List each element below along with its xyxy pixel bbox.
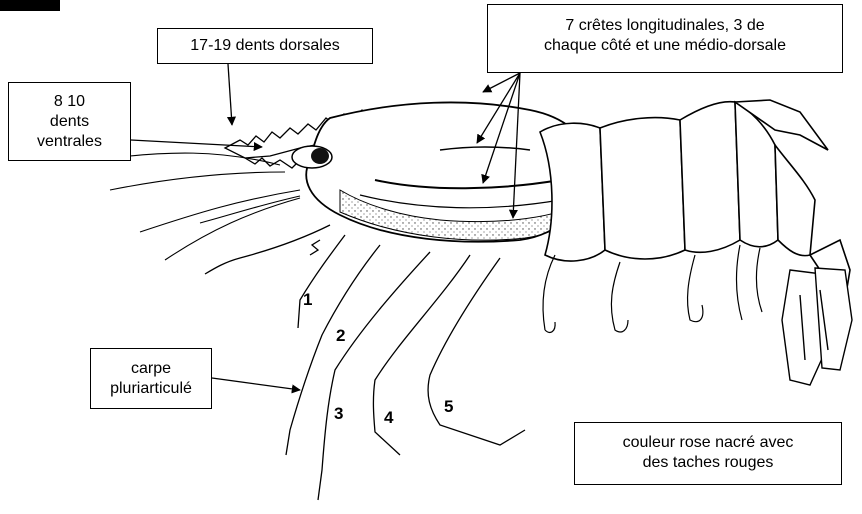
label-carpe-line1: carpe: [91, 359, 211, 379]
label-carpe-line2: pluriarticulé: [91, 379, 211, 399]
label-dents-ventrales-line1: 8 10: [9, 92, 130, 112]
antennae: [95, 153, 300, 260]
label-dents-dorsales-text: 17-19 dents dorsales: [158, 36, 372, 56]
abdomen: [540, 100, 850, 300]
leg-number-4: 4: [384, 408, 393, 428]
label-dents-ventrales-line3: ventrales: [9, 132, 130, 152]
label-couleur: couleur rose nacré avec des taches rouge…: [574, 422, 842, 485]
leg-number-5: 5: [444, 397, 453, 417]
label-cretes-line1: 7 crêtes longitudinales, 3 de: [488, 16, 842, 36]
label-couleur-line2: des taches rouges: [575, 453, 841, 473]
label-dents-ventrales: 8 10 dents ventrales: [8, 82, 131, 161]
leg-number-2: 2: [336, 326, 345, 346]
tail-fan: [782, 268, 852, 385]
eye: [292, 146, 332, 168]
label-couleur-line1: couleur rose nacré avec: [575, 433, 841, 453]
label-carpe: carpe pluriarticulé: [90, 348, 212, 409]
label-dents-dorsales: 17-19 dents dorsales: [157, 28, 373, 64]
label-cretes-line2: chaque côté et une médio-dorsale: [488, 36, 842, 56]
label-cretes: 7 crêtes longitudinales, 3 de chaque côt…: [487, 4, 843, 73]
carapace: [306, 102, 590, 241]
walking-legs: [205, 225, 525, 500]
label-dents-ventrales-line2: dents: [9, 112, 130, 132]
leg-number-3: 3: [334, 404, 343, 424]
leg-number-1: 1: [303, 290, 312, 310]
